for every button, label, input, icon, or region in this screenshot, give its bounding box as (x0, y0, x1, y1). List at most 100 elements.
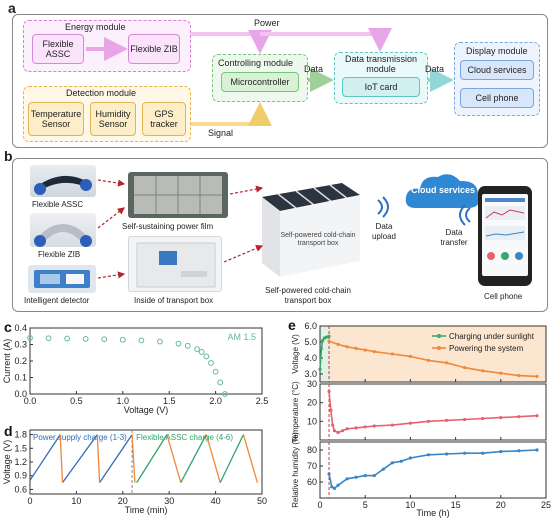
inside-to-box-arrow (223, 245, 264, 263)
chart-e-subplot-3-y-tick-label: 80 (307, 445, 317, 455)
chart-c-point (82, 335, 89, 342)
chart-e-subplot-3-point (426, 453, 431, 457)
chart-e-subplot-1-point (444, 361, 449, 365)
chart-d-series-2-segment (59, 434, 64, 483)
chart-e-subplot-2-y-tick-label: 20 (307, 398, 317, 408)
chart-d-x-tick-label: 10 (71, 496, 81, 506)
data-label-2: Data (425, 64, 445, 74)
flexible-assc-photo (30, 165, 96, 197)
gps-tracker-box: GPS tracker (142, 102, 186, 136)
chart-e-subplot-1-point (345, 345, 349, 349)
chart-e-subplot-3-point (372, 474, 376, 478)
flexible-zib-text: Flexible ZIB (130, 44, 178, 54)
chart-e-subplot-2-point (408, 421, 412, 425)
chart-e-subplot-1-point (327, 339, 331, 343)
cell-phone-illustration (478, 186, 532, 286)
chart-c-y-tick-label: 0.2 (14, 356, 27, 366)
cloud-services-box: Cloud services (460, 60, 534, 80)
chart-e-subplot-2-point (332, 429, 337, 433)
data-transfer-label: Data transfer (440, 228, 468, 247)
cloud-services-label: Cloud services (410, 185, 476, 195)
chart-d-xlabel: Time (min) (125, 505, 168, 515)
intelligent-detector-photo (28, 265, 96, 293)
cloud-services-text: Cloud services (467, 65, 527, 75)
chart-e-subplot-2-y-tick-label: 30 (307, 379, 317, 389)
chart-e-subplot-1-point (390, 352, 394, 356)
chart-e-subplot-1-y-tick-label: 6.0 (304, 321, 317, 331)
chart-c-xlabel: Voltage (V) (124, 405, 169, 415)
chart-c-point (208, 360, 214, 366)
chart-c-x-tick-label: 1.5 (163, 396, 176, 406)
flexible-assc-text: Flexible ASSC (42, 39, 74, 59)
chart-e-subplot-3-y-tick-label: 60 (307, 477, 317, 487)
chart-e-subplot-1-point (321, 338, 325, 342)
temperature-sensor-box: Temperature Sensor (28, 102, 84, 136)
chart-e-subplot-3-x-tick-label: 0 (317, 500, 322, 510)
chart-e-subplot-3-point (463, 451, 467, 455)
chart-d-series-2-segment (96, 434, 101, 483)
chart-e-subplot-1-point (426, 358, 431, 362)
iot-card-text: IoT card (364, 82, 398, 92)
chart-e-subplot-3-point (381, 467, 385, 471)
chart-c-point (101, 336, 108, 343)
chart-c-point (194, 346, 200, 353)
chart-d-y-tick-label: 1.2 (14, 457, 27, 467)
chart-d-series-3-segment (219, 434, 244, 483)
chart-e-subplot-1-point (354, 346, 358, 350)
chart-e-subplot-2-point (336, 430, 340, 435)
chart-e-legend-label: Charging under sunlight (449, 332, 535, 341)
chart-e-subplot-3-point (499, 450, 503, 454)
chart-e-subplot-1-ylabel: Voltage (V) (291, 334, 300, 374)
chart-e-legend-marker (437, 334, 441, 338)
chart-e-subplot-1-axes (319, 325, 547, 383)
chart-c-y-tick-label: 0.1 (14, 373, 27, 383)
chart-e-subplot-1-point (463, 366, 467, 370)
chart-e-subplot-3-x-tick-label: 15 (451, 500, 461, 510)
data-label-1: Data (304, 64, 324, 74)
chart-c-point (203, 353, 210, 360)
chart-d-x-tick-label: 0 (27, 496, 32, 506)
panel-b-label: b (4, 148, 13, 164)
chart-e-subplot-3-ylabel: Relative humidity (%) (291, 432, 300, 508)
chart-c-x-tick-label: 0.0 (24, 396, 37, 406)
chart-e-subplot-1-y-tick-label: 3.0 (304, 369, 317, 379)
chart-e-subplot-3-x-tick-label: 5 (363, 500, 368, 510)
chart-e-subplot-1-y-tick-label: 4.0 (304, 353, 317, 363)
chart-e-subplot-2-point (354, 426, 358, 430)
chart-e-subplot-1-point (336, 342, 340, 346)
transmission-module-title: Data transmission module (344, 54, 418, 74)
chart-e-subplot-1-point (319, 346, 323, 350)
chart-e-charging-region (320, 326, 330, 382)
chart-c-point (138, 337, 145, 344)
chart-e-subplot-2-point (499, 416, 503, 420)
chart-c-point (45, 335, 52, 342)
chart-e-subplot-3-point (408, 456, 412, 460)
transport-box-illustration (256, 165, 362, 283)
microcontroller-box: Microcontroller (221, 72, 299, 92)
chart-d-x-tick-label: 40 (211, 496, 221, 506)
chart-e-subplot-2-point (363, 425, 367, 429)
chart-e-subplot-2-point (345, 427, 349, 431)
panel-a-arrows (86, 28, 454, 126)
chart-e-subplot-3-point (517, 449, 521, 453)
chart-c-x-tick-label: 0.5 (70, 396, 83, 406)
chart-e-subplot-1-point (372, 350, 376, 354)
panel-a-label: a (8, 0, 16, 16)
chart-d-y-tick-label: 0.9 (14, 471, 27, 481)
chart-e-subplot-1-point (327, 334, 331, 338)
controlling-module-title: Controlling module (218, 58, 294, 68)
chart-e-subplot-3-x-tick-label: 10 (405, 500, 415, 510)
chart-d-y-tick-label: 1.5 (14, 443, 27, 453)
chart-e-subplot-1-point (318, 367, 322, 371)
chart-c-point (27, 335, 33, 341)
upload-signal-icon (377, 196, 389, 218)
chart-d-series-1-segment (61, 434, 98, 483)
chart-e-subplot-2-series-1 (328, 391, 538, 434)
chart-e-subplot-1-point (517, 374, 521, 378)
flexible-zib-box: Flexible ZIB (128, 34, 180, 64)
chart-c-point (157, 338, 163, 345)
chart-e-subplot-3-point (354, 475, 358, 479)
chart-e-subplot-2-point (372, 424, 376, 428)
chart-d-series-2-segment (242, 434, 259, 483)
chart-e-subplot-2-axes (319, 383, 547, 441)
